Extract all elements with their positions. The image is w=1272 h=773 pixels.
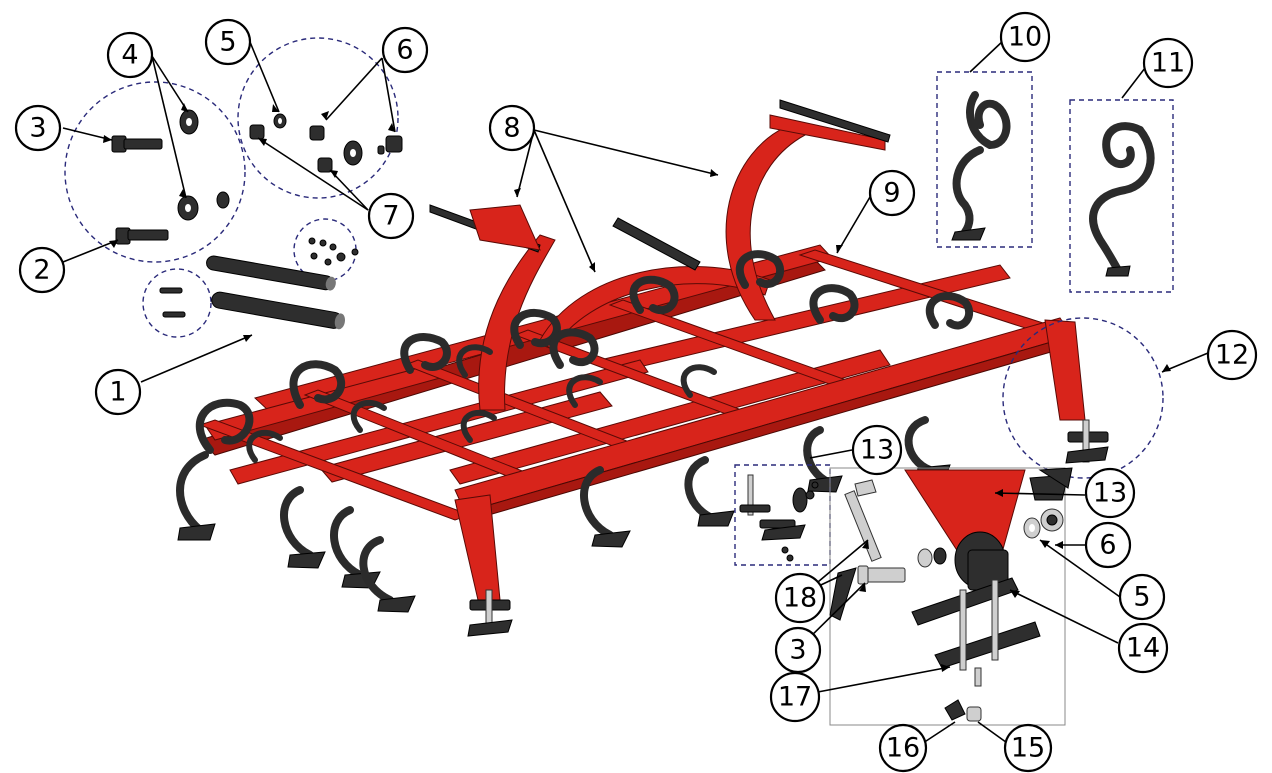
shank-assembly-parts [829,467,1073,722]
callout-6: 6 [381,26,429,74]
callout-13-upper: 13 [851,424,903,476]
callout-14: 14 [1117,622,1169,674]
svg-text:1: 1 [109,377,126,408]
callout-4: 4 [106,31,154,79]
svg-text:2: 2 [33,255,50,286]
detail-18-parts [739,474,819,562]
callout-11: 11 [1142,37,1194,89]
svg-text:5: 5 [219,27,236,58]
svg-text:14: 14 [1126,633,1160,664]
svg-text:4: 4 [121,40,138,71]
svg-text:11: 11 [1151,48,1185,79]
callout-3-detail: 3 [774,626,822,674]
detail-hardware-nuts [237,37,403,199]
detail-tine-11 [1069,99,1174,293]
callout-1: 1 [94,368,142,416]
callouts: 1 2 3 4 5 6 7 8 9 10 11 12 13 13 6 5 14 … [14,11,1258,773]
washer-4 [177,109,230,221]
svg-text:18: 18 [783,583,817,614]
roller-bars [206,255,345,330]
detail-hardware-bolts [64,81,246,263]
callout-3: 3 [14,104,62,152]
svg-text:6: 6 [396,35,413,66]
callout-10: 10 [999,11,1051,63]
front-tine-assembly-left [467,589,513,637]
callout-13-lower: 13 [1084,467,1136,519]
callout-15: 15 [1003,723,1053,773]
spring-tines [176,250,974,613]
leader-lines [62,39,1209,746]
callout-9: 9 [868,169,916,217]
detail-circle-12 [1002,317,1164,479]
callout-17: 17 [769,671,821,723]
svg-text:3: 3 [789,635,806,666]
detail-small-hardware [142,218,359,338]
svg-text:8: 8 [503,113,520,144]
svg-text:7: 7 [382,201,399,232]
callout-8: 8 [488,104,536,152]
svg-text:9: 9 [883,178,900,209]
callout-16: 16 [878,723,928,773]
svg-text:10: 10 [1008,22,1042,53]
callout-5: 5 [204,18,252,66]
front-tine-assembly-right [1065,419,1109,464]
callout-5-detail: 5 [1118,573,1166,621]
callout-2: 2 [18,246,66,294]
svg-text:13: 13 [860,435,894,466]
detail-box-shank-assembly [829,467,1066,726]
bolt-3 [111,135,163,153]
svg-text:5: 5 [1133,582,1150,613]
callout-12: 12 [1206,329,1258,381]
svg-text:6: 6 [1099,530,1116,561]
svg-text:12: 12 [1215,340,1249,371]
svg-text:13: 13 [1093,478,1127,509]
leader-arrowheads [103,103,1171,672]
callout-18: 18 [774,572,826,624]
svg-text:17: 17 [778,682,812,713]
callout-7: 7 [367,192,415,240]
svg-text:16: 16 [886,733,920,764]
svg-text:3: 3 [29,113,46,144]
detail-tine-10 [936,71,1033,248]
bolt-2 [115,227,169,245]
svg-text:15: 15 [1011,733,1045,764]
callout-6-detail: 6 [1084,521,1132,569]
